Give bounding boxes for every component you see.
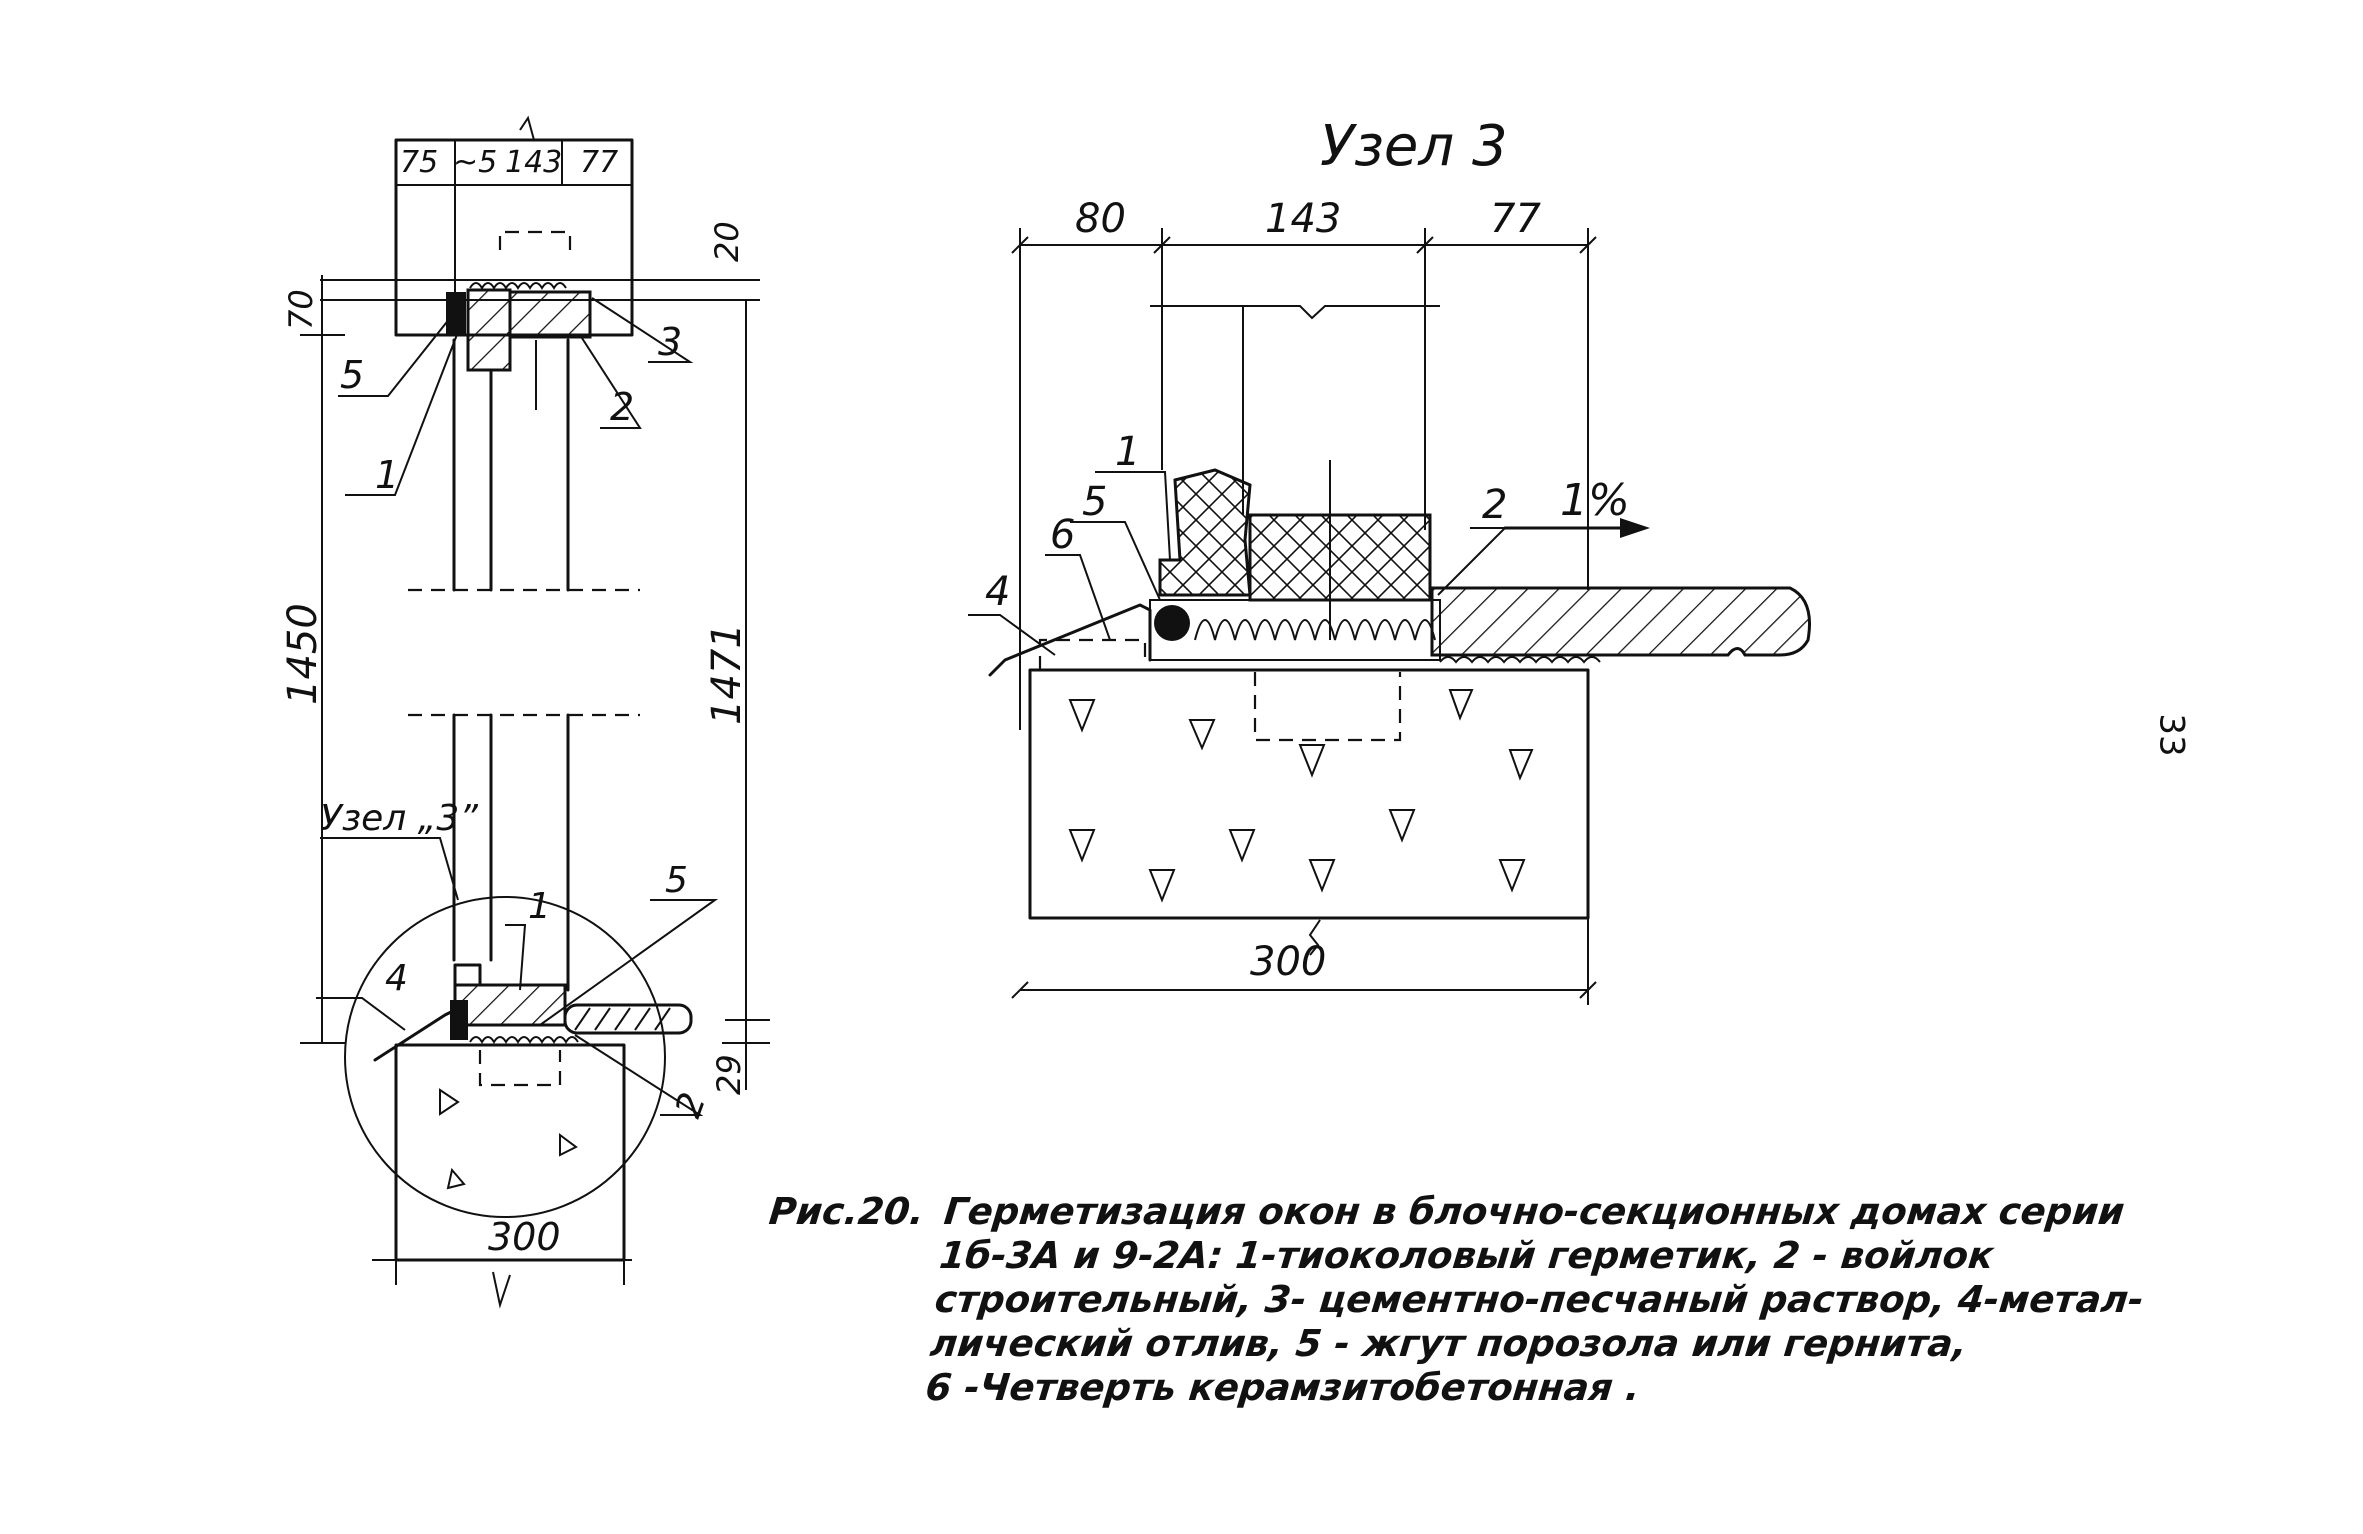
caption-line-1: Герметизация окон в блочно-секционных до… — [942, 1190, 2127, 1233]
callout-top-3: 3 — [658, 320, 682, 364]
bottom-frame — [453, 983, 567, 1027]
quarter-6 — [1038, 638, 1147, 670]
top-insert-dashed — [498, 230, 572, 250]
dim-detail-80: 80 — [1075, 196, 1126, 242]
caption-line-4: лический отлив, 5 - жгут порозола или ге… — [928, 1322, 1970, 1365]
dim-top-143: 143 — [505, 145, 562, 180]
callout-top-5: 5 — [340, 353, 364, 397]
callout-bottom-1: 1 — [528, 886, 551, 927]
figure-caption: Рис.20. Герметизация окон в блочно-секцио… — [748, 1190, 2151, 1410]
sill-board-detail — [1430, 586, 1811, 657]
callout-top-2: 2 — [610, 385, 634, 429]
dim-top-77: 77 — [580, 145, 618, 180]
felt-detail — [1194, 619, 1436, 641]
concrete-block — [1028, 668, 1590, 920]
node-ref-label: Узел „3” — [320, 798, 478, 839]
dim-1471: 1471 — [704, 623, 750, 725]
node-title: Узел 3 — [1320, 114, 1508, 179]
bottom-sill-hatch — [574, 1007, 671, 1031]
sash-profile — [1158, 468, 1252, 597]
dim-detail-300: 300 — [1250, 939, 1326, 985]
dim-300-left: 300 — [488, 1215, 561, 1259]
mortar-under-sill — [1439, 656, 1601, 664]
seal-5-bottom — [450, 1000, 468, 1040]
slope-label: 1% — [1560, 475, 1630, 526]
dim-1450: 1450 — [280, 603, 326, 705]
dim-detail-143: 143 — [1265, 196, 1341, 242]
concrete-insert-dashed — [1253, 672, 1402, 742]
dim-29: 29 — [710, 1054, 748, 1095]
dim-top-5: ~5 — [453, 145, 497, 180]
felt-bottom — [469, 1036, 579, 1044]
aggregate-1 — [439, 1088, 578, 1190]
callout-bottom-2: 2 — [668, 1088, 714, 1124]
drip-flashing-left — [373, 1008, 457, 1062]
top-sill-board — [508, 290, 592, 339]
callout-bottom-5: 5 — [665, 860, 688, 901]
callout-detail-6: 6 — [1050, 512, 1075, 558]
drip-flashing-detail — [988, 603, 1152, 677]
callout-bottom-4: 4 — [385, 958, 408, 999]
node-3-circle — [344, 896, 666, 1218]
dim-top-75: 75 — [400, 145, 438, 180]
caption-label: Рис.20. — [767, 1190, 927, 1233]
top-frame — [466, 288, 512, 372]
seal-1-top — [446, 292, 466, 336]
felt-top — [469, 282, 567, 290]
left-section — [300, 115, 770, 1309]
caption-line-2: 1б-3А и 9-2А: 1-тиоколовый герметик, 2 -… — [937, 1234, 1996, 1277]
frame-outline — [1150, 305, 1440, 320]
dim-detail-77: 77 — [1490, 196, 1541, 242]
caption-line-3: строительный, 3- цементно-песчаный раств… — [932, 1278, 2146, 1321]
dim-20: 20 — [708, 221, 746, 262]
caption-line-5: 6 -Четверть керамзитобетонная . — [923, 1366, 1642, 1409]
bottom-sill-board — [563, 1003, 693, 1035]
aggregate-detail — [1068, 689, 1534, 903]
bottom-insert-dashed — [478, 1050, 562, 1087]
callout-top-1: 1 — [375, 453, 399, 497]
page-number: 33 — [2151, 713, 2192, 757]
frame-timber — [1248, 513, 1432, 602]
callout-detail-1: 1 — [1115, 429, 1140, 475]
dim-70: 70 — [282, 289, 320, 330]
callout-detail-2: 2 — [1482, 482, 1507, 528]
seal-5-detail — [1154, 605, 1190, 641]
callout-detail-4: 4 — [985, 569, 1010, 615]
detail-node-3 — [968, 228, 1811, 1005]
callout-detail-5: 5 — [1082, 479, 1107, 525]
